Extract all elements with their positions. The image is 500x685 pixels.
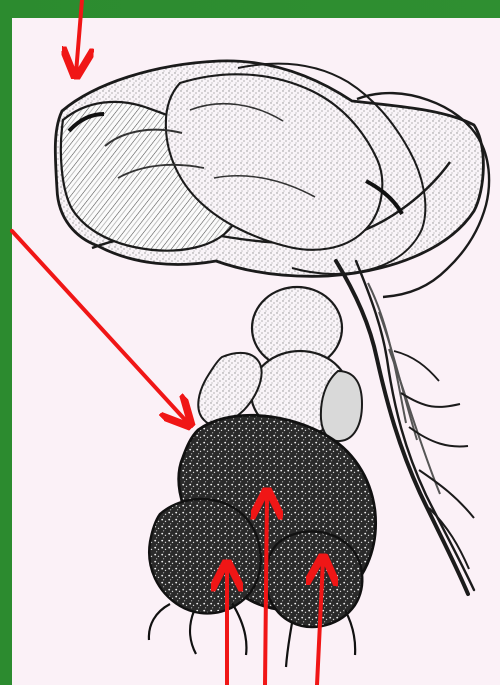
illustration-panel bbox=[12, 18, 500, 685]
